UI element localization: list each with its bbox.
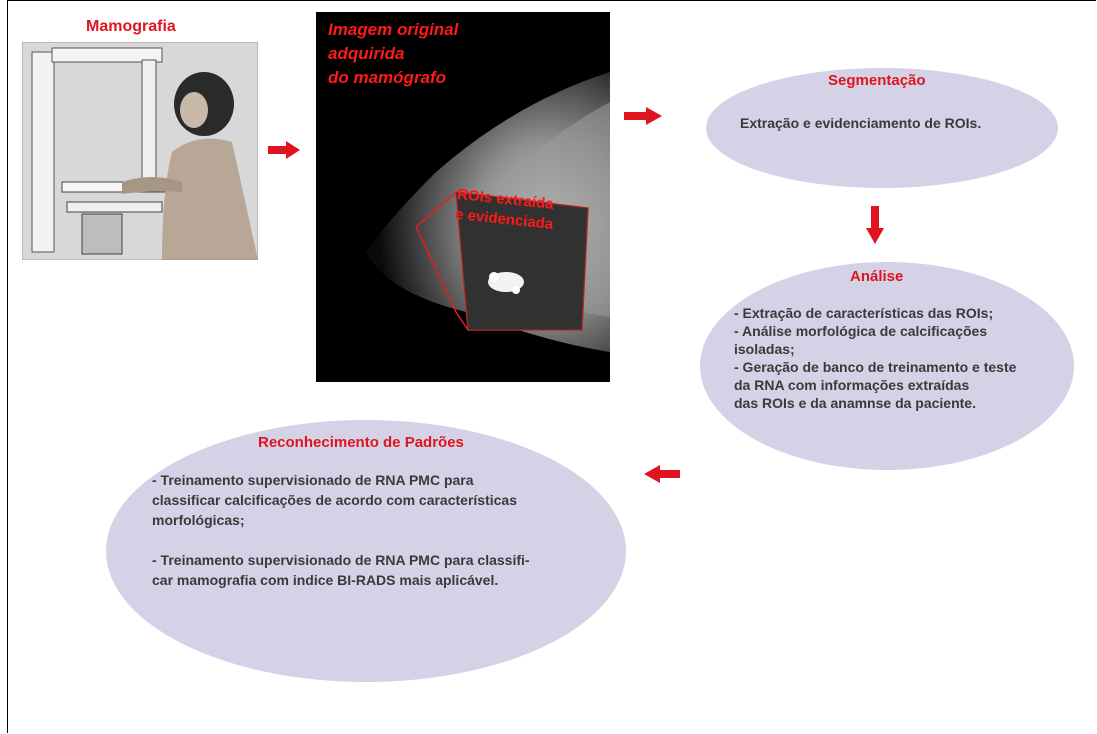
pattern-recognition-ellipse [106, 420, 626, 682]
analysis-title: Análise [850, 268, 904, 285]
segmentation-ellipse [706, 68, 1058, 188]
arrow-left-icon [644, 465, 680, 483]
segmentation-title: Segmentação [828, 72, 926, 89]
pattern-recognition-title: Reconhecimento de Padrões [258, 434, 464, 451]
mammogram-title: Imagem original adquirida do mamógrafo [328, 20, 459, 87]
mammography-machine-illustration [22, 42, 258, 260]
arrow-right-icon [268, 141, 300, 159]
arrow-down-icon [866, 206, 884, 244]
photo-title: Mamografia [86, 18, 176, 35]
pattern-recognition-text: - Treinamento supervisionado de RNA PMC … [152, 472, 530, 588]
analysis-text: - Extração de características das ROIs; … [734, 305, 1017, 411]
diagram-frame [7, 0, 1096, 733]
analysis-ellipse [700, 262, 1074, 470]
mammography-photo [22, 42, 258, 260]
mammogram-image: Imagem original adquirida do mamógrafo R… [316, 12, 610, 382]
arrow-right-icon [624, 107, 662, 125]
segmentation-text: Extração e evidenciamento de ROIs. [740, 115, 982, 131]
mammogram-illustration [316, 12, 610, 382]
